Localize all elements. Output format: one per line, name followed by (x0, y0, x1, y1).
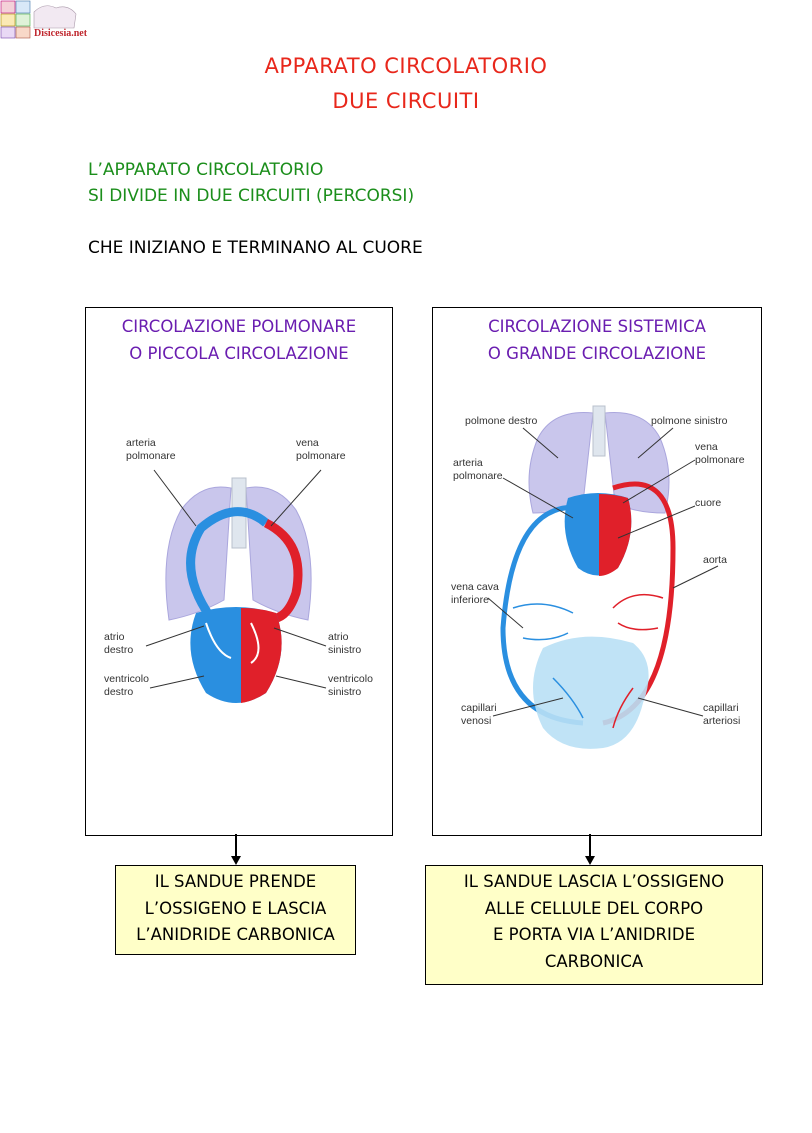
label-vena-polmonare: polmonare (296, 450, 346, 462)
label-polmone-destro: polmone destro (465, 415, 538, 427)
label-atrio-destro-2: destro (104, 644, 133, 656)
systemic-panel-title: CIRCOLAZIONE SISTEMICA O GRANDE CIRCOLAZ… (433, 313, 761, 367)
pulmonary-note-line-3: L’ANIDRIDE CARBONICA (136, 925, 335, 944)
systemic-title-line-1: CIRCOLAZIONE SISTEMICA (488, 317, 706, 336)
systemic-note-line-2: ALLE CELLULE DEL CORPO (484, 898, 704, 918)
pulmonary-artery-loop (186, 507, 269, 621)
intro-line-1: L’APPARATO CIRCOLATORIO (88, 160, 324, 180)
heart-flow-arrows (205, 622, 260, 664)
systemic-note-line-4: CARBONICA (544, 951, 644, 971)
systemic-circulation-diagram: polmone destro polmone sinistro arteria … (451, 405, 745, 749)
intro-line-2: SI DIVIDE IN DUE CIRCUITI (PERCORSI) (88, 186, 415, 206)
venous-capillaries (512, 603, 584, 719)
pulmonary-vein-loop (263, 518, 303, 624)
pulmonary-panel-title: CIRCOLAZIONE POLMONARE O PICCOLA CIRCOLA… (86, 313, 392, 367)
pulmonary-circulation-diagram: arteria polmonare vena polmonare atrio d… (104, 437, 373, 703)
label-vena-cava: vena cava (451, 581, 499, 593)
systemic-note: IL SANDUE LASCIA L’OSSIGENO ALLE CELLULE… (425, 865, 763, 985)
page-title: APPARATO CIRCOLATORIO (264, 54, 548, 78)
label-ventricolo-sinistro: ventricolo (328, 673, 373, 685)
label-aorta: aorta (703, 554, 727, 566)
pulmonary-note-line-2: L’OSSIGENO E LASCIA (144, 898, 327, 918)
label-capillari-arteriosi-2: arteriosi (703, 715, 740, 727)
label-arteria: arteria (126, 437, 156, 449)
pulmonary-note-line-1: IL SANDUE PRENDE (154, 872, 317, 891)
arterial-capillaries (612, 593, 664, 729)
systemic-note-line-3: E PORTA VIA L’ANIDRIDE (493, 925, 695, 944)
heart-left-side (599, 494, 632, 576)
label-atrio-sinistro-2: sinistro (328, 644, 361, 656)
down-arrow-icon (585, 834, 595, 865)
label-arteria-polmonare: polmonare (453, 470, 503, 482)
label-atrio-sinistro: atrio (328, 631, 349, 643)
label-capillari-venosi: capillari (461, 702, 497, 714)
label-ventricolo-destro: ventricolo (104, 673, 149, 685)
pulmonary-title-line-2: O PICCOLA CIRCOLAZIONE (129, 344, 349, 363)
page-subtitle: DUE CIRCUITI (332, 89, 480, 113)
label-vena-polmonare: polmonare (695, 454, 745, 466)
label-capillari-arteriosi: capillari (703, 702, 739, 714)
label-atrio-destro: atrio (104, 631, 125, 643)
down-arrow-icon (231, 834, 241, 865)
systemic-note-line-1: IL SANDUE LASCIA L’OSSIGENO (463, 872, 725, 891)
pulmonary-circulation-panel: CIRCOLAZIONE POLMONARE O PICCOLA CIRCOLA… (85, 307, 393, 836)
systemic-circulation-panel: CIRCOLAZIONE SISTEMICA O GRANDE CIRCOLAZ… (432, 307, 762, 836)
label-arteria-polmonare: polmonare (126, 450, 176, 462)
systemic-title-line-2: O GRANDE CIRCOLAZIONE (487, 344, 707, 363)
label-ventricolo-sinistro-2: sinistro (328, 686, 361, 698)
intro-line-3: CHE INIZIANO E TERMINANO AL CUORE (88, 238, 423, 258)
label-capillari-venosi-2: venosi (461, 715, 491, 727)
label-vena: vena (296, 437, 319, 449)
label-vena-cava-inferiore: inferiore (451, 594, 489, 606)
pulmonary-title-line-1: CIRCOLAZIONE POLMONARE (121, 317, 357, 336)
label-vena: vena (695, 441, 718, 453)
trachea (592, 405, 606, 457)
label-arteria: arteria (453, 457, 483, 469)
label-polmone-sinistro: polmone sinistro (651, 415, 728, 427)
intestine (533, 636, 649, 749)
label-ventricolo-destro-2: destro (104, 686, 133, 698)
label-cuore: cuore (695, 497, 721, 509)
site-logo: Disicesia.net (0, 0, 92, 40)
heart-left-side (241, 608, 282, 703)
logo-text: Disicesia.net (34, 28, 88, 39)
left-lung (245, 486, 312, 621)
pulmonary-note: IL SANDUE PRENDE L’OSSIGENO E LASCIA L’A… (115, 865, 356, 955)
